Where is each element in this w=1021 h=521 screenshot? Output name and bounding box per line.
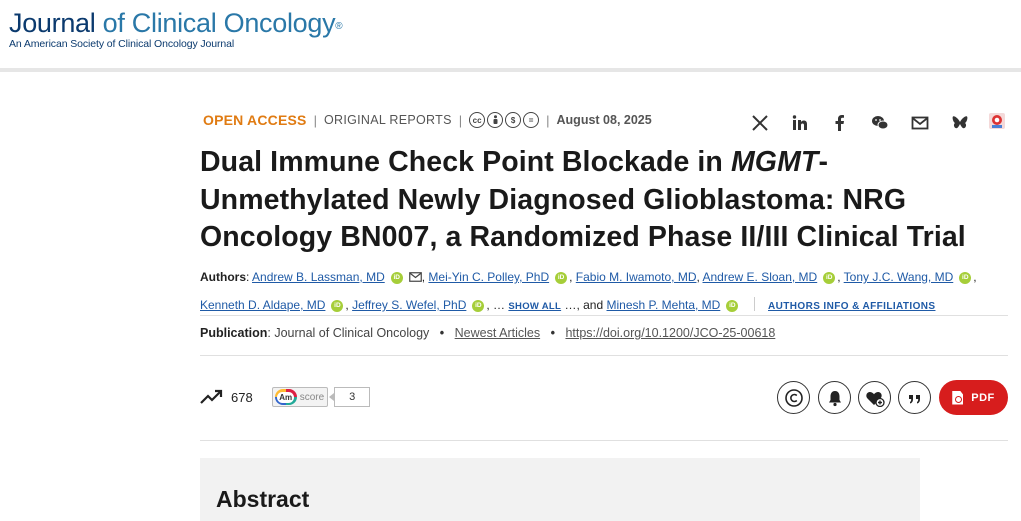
logo-subtitle: An American Society of Clinical Oncology… xyxy=(9,38,235,50)
facebook-icon[interactable] xyxy=(829,112,851,134)
vertical-divider xyxy=(753,297,755,311)
article-meta-row: OPEN ACCESS | ORIGINAL REPORTS | cc $ = … xyxy=(203,110,652,130)
author-link[interactable]: Andrew E. Sloan, MD xyxy=(702,270,818,284)
article-metrics: 678 Am score 3 xyxy=(200,386,371,408)
nc-icon: $ xyxy=(505,112,522,128)
open-access-badge: OPEN ACCESS xyxy=(203,112,307,128)
author-link[interactable]: Tony J.C. Wang, MD xyxy=(843,270,954,284)
title-part-2: -Unmethylated Newly Diagnosed Glioblasto… xyxy=(200,146,966,253)
bell-icon xyxy=(828,390,841,406)
authors-and-text: …, and xyxy=(564,298,604,312)
bluesky-icon[interactable] xyxy=(949,112,971,134)
email-icon[interactable] xyxy=(408,265,422,292)
authors-info-affiliations-link[interactable]: AUTHORS INFO & AFFILIATIONS xyxy=(768,301,936,312)
orcid-icon[interactable]: iD xyxy=(390,272,403,284)
orcid-icon[interactable]: iD xyxy=(726,300,739,312)
author-link[interactable]: Fabio M. Iwamoto, MD xyxy=(575,270,697,284)
header-divider xyxy=(0,68,1021,72)
altmetric-badge-text: Am xyxy=(277,391,295,403)
altmetric-score: 3 xyxy=(329,387,371,407)
cc-icon: cc xyxy=(469,112,486,128)
license-icons[interactable]: cc $ = xyxy=(469,112,540,128)
title-part-1: Dual Immune Check Point Blockade in xyxy=(200,146,731,178)
bullet-separator: • xyxy=(550,326,555,340)
altmetric-badge[interactable]: Am score 3 xyxy=(271,386,371,408)
nd-icon: = xyxy=(523,112,540,128)
journal-logo[interactable]: Journal of Clinical Oncology® An America… xyxy=(9,8,343,50)
title-italic-gene: MGMT xyxy=(730,146,819,178)
journal-name: Journal of Clinical Oncology xyxy=(274,326,430,340)
favorite-button[interactable] xyxy=(858,381,891,414)
orcid-icon[interactable]: iD xyxy=(823,272,836,284)
email-icon[interactable] xyxy=(909,112,931,134)
view-count: 678 xyxy=(231,389,253,405)
logo-title: Journal of Clinical Oncology® xyxy=(9,8,343,38)
wechat-icon[interactable] xyxy=(869,112,891,134)
orcid-icon[interactable]: iD xyxy=(472,300,485,312)
article-section-type: ORIGINAL REPORTS xyxy=(323,113,452,127)
linkedin-icon[interactable] xyxy=(789,112,811,134)
author-link[interactable]: Kenneth D. Aldape, MD xyxy=(200,298,326,312)
copyright-icon xyxy=(784,388,803,407)
article-title: Dual Immune Check Point Blockade in MGMT… xyxy=(200,144,980,257)
site-header: Journal of Clinical Oncology® An America… xyxy=(0,0,1021,68)
abstract-section: Abstract xyxy=(200,458,920,521)
altmetric-logo: Am score xyxy=(271,387,329,407)
logo-word-journal: Journal xyxy=(9,8,96,38)
meta-separator: | xyxy=(546,112,550,128)
meta-separator: | xyxy=(313,112,317,128)
publication-label: Publication xyxy=(200,326,268,340)
divider xyxy=(200,440,1008,441)
permissions-button[interactable] xyxy=(777,381,810,414)
pdf-download-button[interactable]: PDF xyxy=(939,380,1008,415)
newest-articles-link[interactable]: Newest Articles xyxy=(454,326,541,340)
heart-add-icon xyxy=(865,391,885,407)
abstract-heading: Abstract xyxy=(216,486,310,512)
authors-label: Authors xyxy=(200,270,246,284)
logo-word-clinical-oncology: of Clinical Oncology xyxy=(102,8,336,38)
divider xyxy=(200,355,1008,356)
authors-colon: : xyxy=(246,270,250,284)
pdf-label: PDF xyxy=(971,391,995,404)
mendeley-icon[interactable] xyxy=(986,110,1008,132)
publication-line: Publication: Journal of Clinical Oncolog… xyxy=(200,326,776,340)
alert-button[interactable] xyxy=(818,381,851,414)
registered-mark: ® xyxy=(335,21,343,32)
x-icon[interactable] xyxy=(749,112,771,134)
divider xyxy=(200,315,1008,316)
altmetric-label: score xyxy=(299,391,325,403)
quote-icon xyxy=(908,394,920,403)
meta-separator: | xyxy=(458,112,463,128)
publication-date: August 08, 2025 xyxy=(556,113,652,127)
author-link[interactable]: Minesh P. Mehta, MD xyxy=(606,298,721,312)
bullet-separator: • xyxy=(439,326,445,340)
trending-up-icon xyxy=(200,389,223,404)
pdf-icon xyxy=(952,390,964,405)
orcid-icon[interactable]: iD xyxy=(555,272,568,284)
by-icon xyxy=(487,112,504,128)
doi-link[interactable]: https://doi.org/10.1200/JCO-25-00618 xyxy=(565,326,776,340)
altmetric-donut-icon: Am xyxy=(274,389,297,405)
orcid-icon[interactable]: iD xyxy=(331,300,344,312)
author-link[interactable]: Andrew B. Lassman, MD xyxy=(252,270,385,284)
show-all-authors-button[interactable]: SHOW ALL xyxy=(508,301,562,312)
authors-ellipsis: … xyxy=(493,298,506,312)
author-link[interactable]: Mei-Yin C. Polley, PhD xyxy=(428,270,550,284)
orcid-icon[interactable]: iD xyxy=(959,272,972,284)
author-link[interactable]: Jeffrey S. Wefel, PhD xyxy=(352,298,467,312)
cite-button[interactable] xyxy=(898,381,931,414)
